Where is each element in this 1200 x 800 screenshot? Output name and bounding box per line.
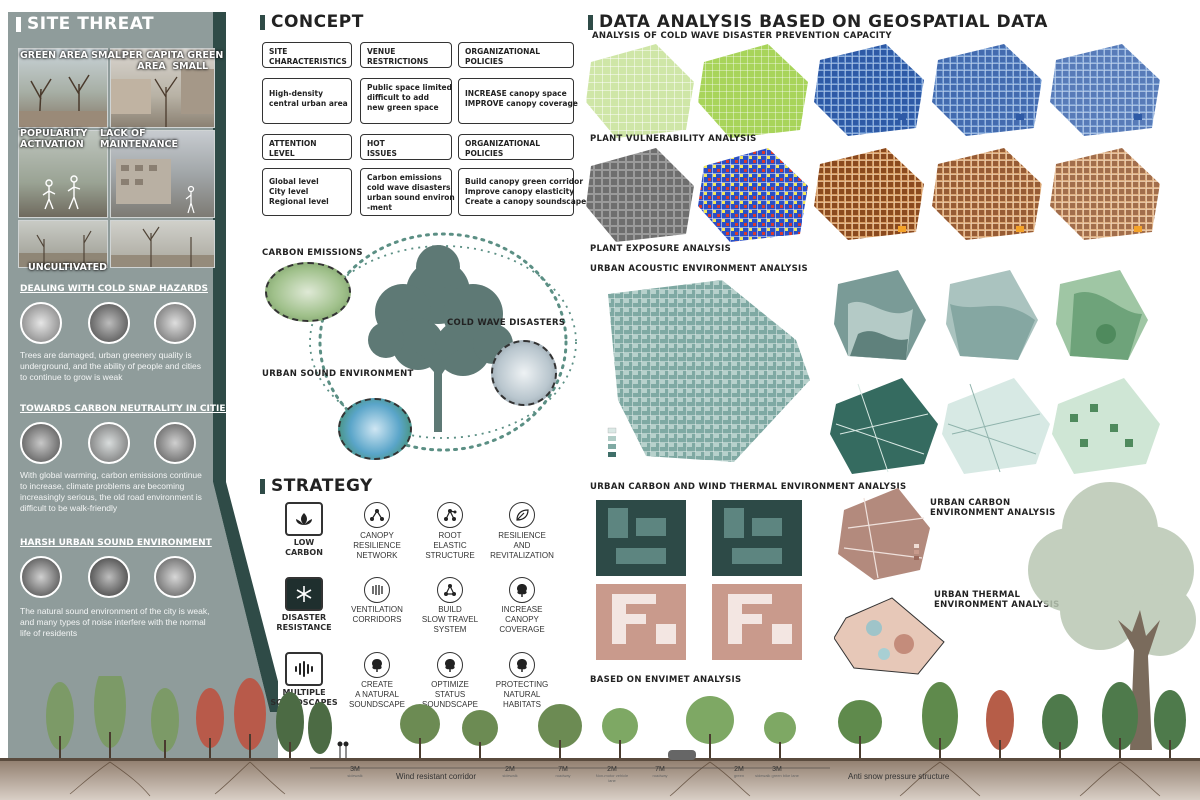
label-carbon-emissions: CARBON EMISSIONS	[262, 248, 363, 258]
leaf-icon	[509, 502, 535, 528]
photo-uncultivated-1	[18, 220, 108, 268]
label-wind-corridor: Wind resistant corridor	[396, 772, 477, 781]
acoustic-small-maps	[830, 270, 1160, 474]
label-cold-wave-analysis: ANALYSIS OF COLD WAVE DISASTER PREVENTIO…	[592, 31, 892, 41]
photo-cold-snap-1	[20, 302, 62, 344]
box-high-density: High-density central urban area	[262, 78, 352, 124]
heading-carbon-neutrality: TOWARDS CARBON NEUTRALITY IN CITIES	[20, 404, 232, 414]
strategy-canopy-resilience: CANOPY RESILIENCE NETWORK	[353, 531, 401, 560]
photo-carbon-1	[20, 422, 62, 464]
box-increase-canopy: INCREASE canopy space IMPROVE canopy cov…	[458, 78, 578, 124]
photo-carbon-3	[154, 422, 196, 464]
text-cold-snap: Trees are damaged, urban greenery qualit…	[20, 350, 201, 382]
carbon-emissions-image	[265, 262, 351, 322]
label-plant-vulnerability: PLANT VULNERABILITY ANALYSIS	[590, 134, 757, 144]
site-threat-panel: SITE THREAT GREEN AREA SMALL PER CAPITA …	[8, 12, 278, 782]
strategy-slow-travel: BUILD SLOW TRAVEL SYSTEM	[421, 605, 479, 634]
cold-wave-maps	[586, 44, 1160, 138]
box-build-canopy: Build canopy green corridor Improve cano…	[458, 168, 586, 216]
strategy-ventilation: VENTILATION CORRIDORS	[351, 605, 403, 624]
photo-sound-3	[154, 556, 196, 598]
label-urban-carbon: URBAN CARBON ENVIRONMENT ANALYSIS	[930, 498, 1056, 518]
photo-popularity	[18, 130, 108, 218]
label-carbon-wind: URBAN CARBON AND WIND THERMAL ENVIRONMEN…	[590, 482, 907, 492]
label-plant-exposure: PLANT EXPOSURE ANALYSIS	[590, 244, 732, 254]
photo-uncultivated-2	[110, 220, 215, 268]
photo-per-capita	[110, 48, 215, 128]
root-structure-icon	[437, 502, 463, 528]
box-site-characteristics: SITE CHARACTERISTICS	[262, 42, 352, 68]
photo-sound-1	[20, 556, 62, 598]
label-anti-snow: Anti snow pressure structure	[848, 772, 950, 781]
strategy-root-elastic: ROOT ELASTIC STRUCTURE	[425, 531, 475, 560]
label-green-area-small: GREEN AREA SMALL	[20, 50, 127, 61]
label-sound-environment: URBAN SOUND ENVIRONMENT	[262, 369, 414, 379]
analysis-title: DATA ANALYSIS BASED ON GEOSPATIAL DATA	[588, 12, 1048, 32]
photo-carbon-2	[88, 422, 130, 464]
label-urban-thermal: URBAN THERMAL ENVIRONMENT ANALYSIS	[934, 590, 1060, 610]
strategy-natural-soundscape: CREATE A NATURAL SOUNDSCAPE	[348, 680, 405, 709]
optimize-soundscape-icon	[437, 652, 463, 678]
strategy-increase-coverage: INCREASE CANOPY COVERAGE	[499, 605, 545, 634]
text-urban-sound: The natural sound environment of the cit…	[20, 606, 210, 638]
strategy-optimize-soundscape: OPTIMIZE STATUS SOUNDSCAPE	[421, 680, 478, 709]
box-organizational-policies-1: ORGANIZATIONAL POLICIES	[458, 42, 574, 68]
strategy-multiple-soundscapes: MULTIPLE SOUNDSCAPES	[270, 688, 338, 707]
cold-wave-image	[491, 340, 557, 406]
label-uncultivated: UNCULTIVATED	[28, 262, 108, 273]
snowflake-icon	[285, 577, 323, 611]
label-popularity: POPULARITY ACTIVATION	[20, 128, 88, 150]
photo-sound-2	[88, 556, 130, 598]
box-public-space: Public space limited difficult to add ne…	[360, 78, 452, 124]
label-envimet: BASED ON ENVIMET ANALYSIS	[590, 675, 742, 685]
label-acoustic: URBAN ACOUSTIC ENVIRONMENT ANALYSIS	[590, 264, 808, 274]
tree-icon	[509, 577, 535, 603]
acoustic-main-map	[607, 280, 810, 462]
box-venue-restrictions: VENUE RESTRICTIONS	[360, 42, 452, 68]
heading-urban-sound: HARSH URBAN SOUND ENVIRONMENT	[20, 538, 212, 548]
site-threat-title: SITE THREAT	[16, 14, 154, 34]
box-carbon-emissions-list: Carbon emissions cold wave disasters urb…	[360, 168, 455, 216]
strategy-title: STRATEGY	[260, 476, 373, 496]
photo-lack-maintenance	[110, 130, 215, 218]
label-cold-wave: COLD WAVE DISASTERS	[447, 318, 566, 328]
heading-cold-snap: DEALING WITH COLD SNAP HAZARDS	[20, 284, 208, 294]
strategy-disaster-resistance: DISASTER RESISTANCE	[276, 613, 332, 632]
low-carbon-icon	[285, 502, 323, 536]
ventilation-icon	[364, 577, 390, 603]
strategy-resilience-revitalization: RESILIENCE AND REVITALIZATION	[490, 531, 554, 560]
travel-network-icon	[437, 577, 463, 603]
soundwave-icon	[285, 652, 323, 686]
label-lack-maintenance: LACK OF MAINTENANCE	[100, 128, 178, 150]
street-section-illustration	[0, 676, 1200, 800]
plant-vulnerability-maps	[586, 148, 1160, 242]
strategy-low-carbon: LOW CARBON	[285, 538, 323, 557]
box-attention-level: ATTENTION LEVEL	[262, 134, 352, 160]
strategy-protecting-habitats: PROTECTING NATURAL HABITATS	[495, 680, 549, 709]
box-levels: Global level City level Regional level	[262, 168, 352, 216]
concept-diagram	[309, 232, 577, 452]
box-hot-issues: HOT ISSUES	[360, 134, 452, 160]
box-organizational-policies-2: ORGANIZATIONAL POLICIES	[458, 134, 574, 160]
photo-cold-snap-3	[154, 302, 196, 344]
photo-green-area	[18, 48, 108, 128]
habitat-icon	[509, 652, 535, 678]
concept-title: CONCEPT	[260, 12, 364, 32]
text-carbon-neutrality: With global warming, carbon emissions co…	[20, 470, 202, 513]
network-icon	[364, 502, 390, 528]
carbon-thermal-maps	[834, 488, 945, 675]
photo-cold-snap-2	[88, 302, 130, 344]
big-tree-illustration	[1028, 482, 1196, 750]
sound-environment-image	[338, 398, 412, 460]
label-per-capita-green: PER CAPITA GREEN AREA SMALL	[122, 50, 224, 72]
envimet-maps	[596, 500, 802, 660]
natural-soundscape-icon	[364, 652, 390, 678]
